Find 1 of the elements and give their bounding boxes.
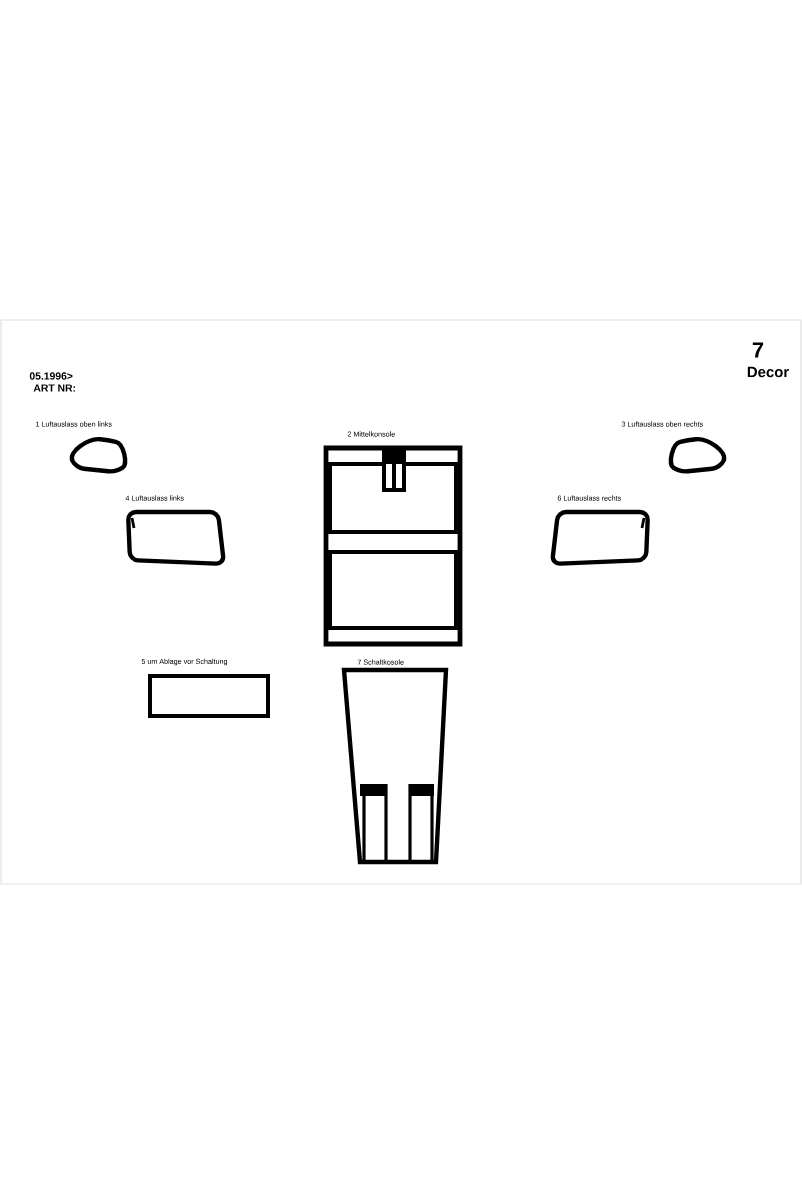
- set-number: 7: [752, 342, 764, 358]
